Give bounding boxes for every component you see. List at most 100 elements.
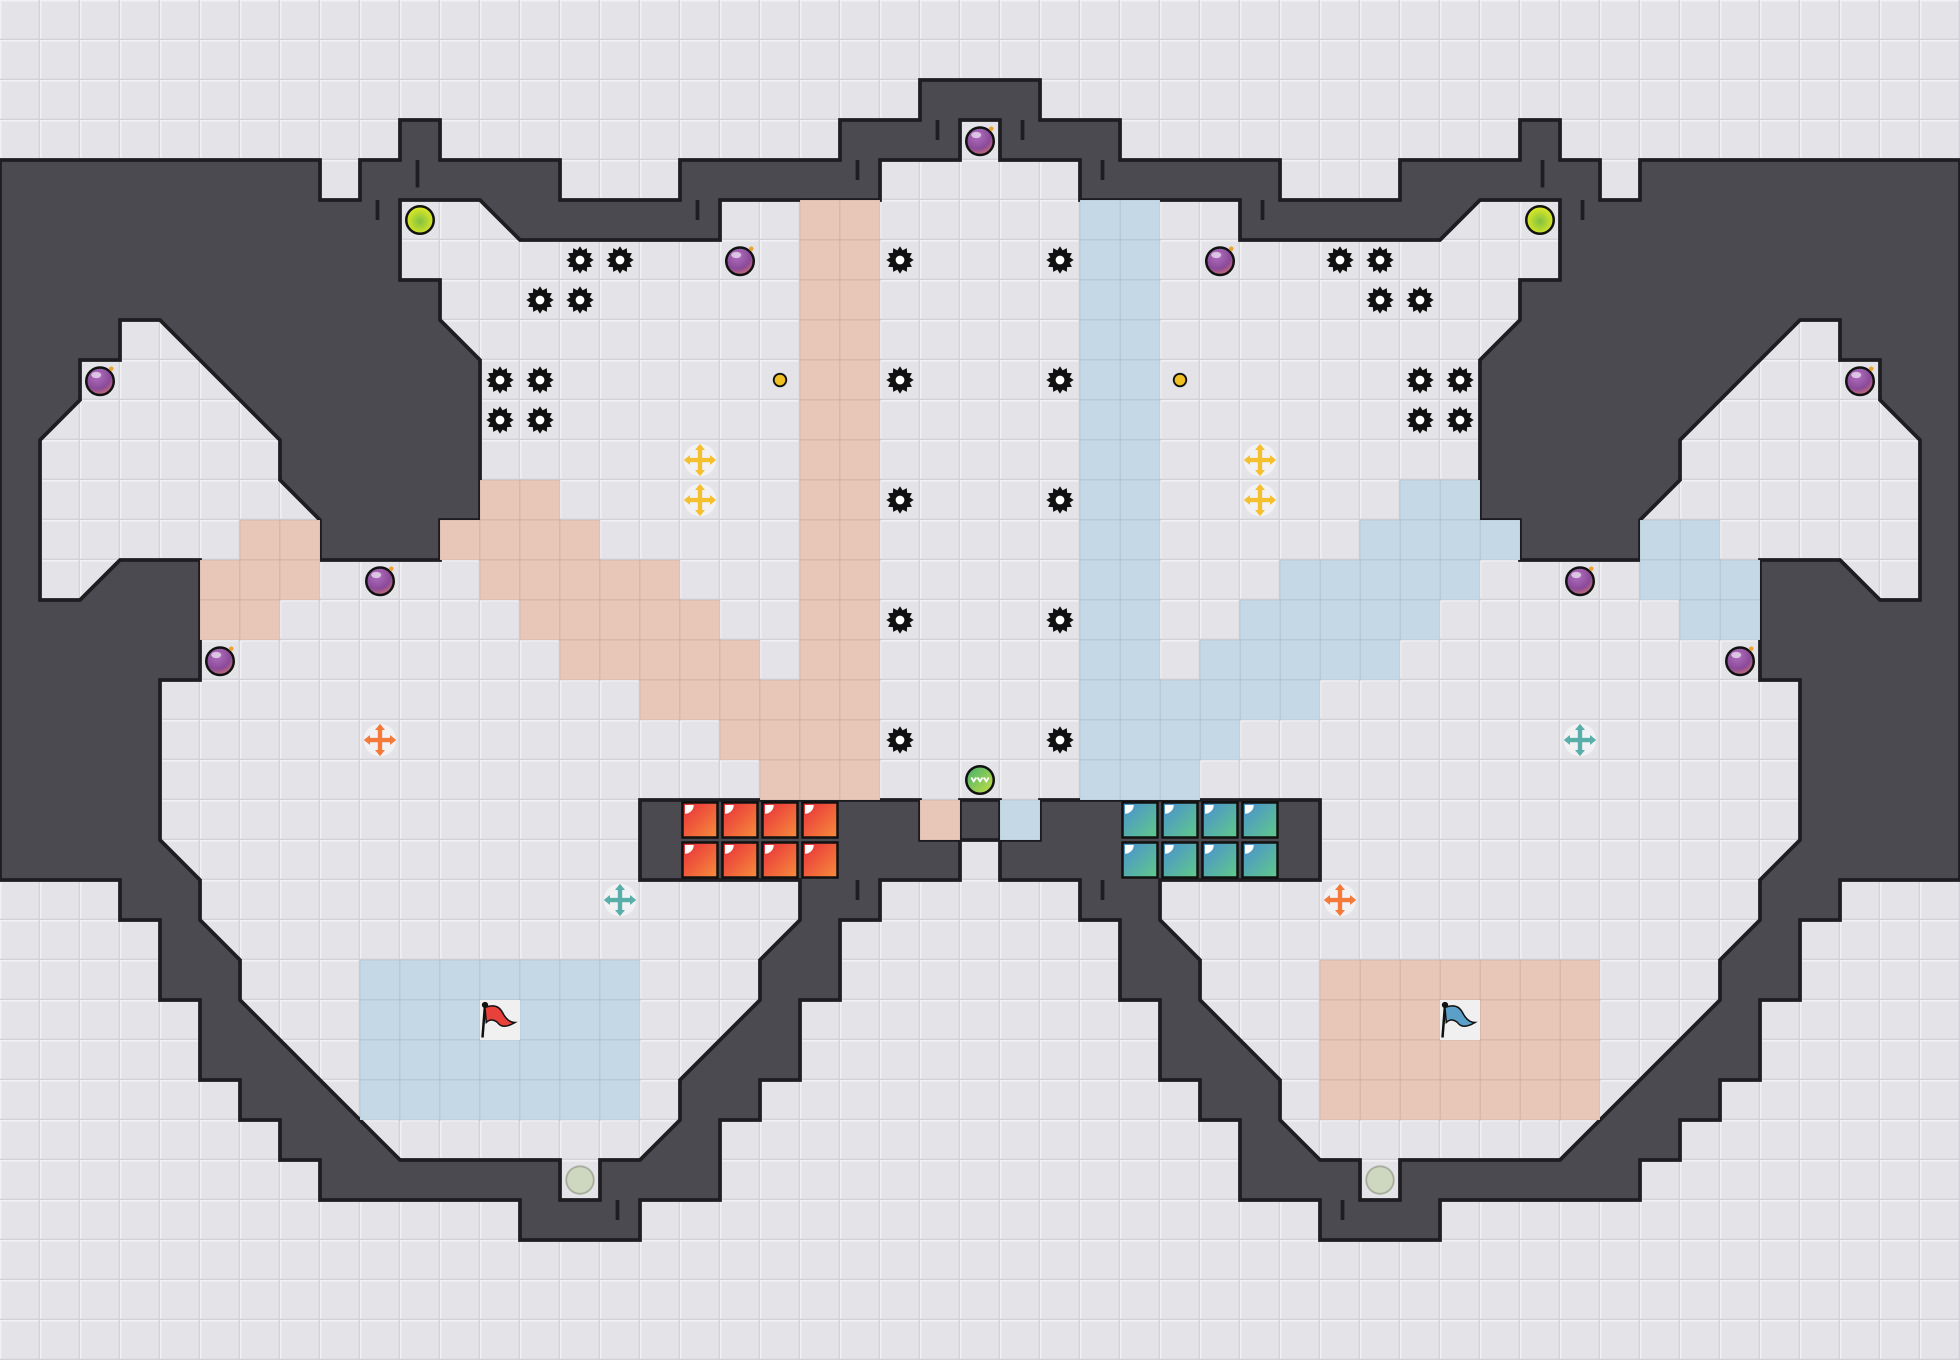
blue-zone-tile — [1119, 439, 1161, 481]
bomb-icon — [85, 366, 115, 397]
red-zone-tile — [479, 559, 521, 601]
red-zone-tile — [839, 639, 881, 681]
red-zone-tile — [839, 199, 881, 241]
red-zone-tile — [799, 399, 841, 441]
red-zone-tile — [679, 639, 721, 681]
spike-icon — [1046, 726, 1074, 754]
spike-icon — [1326, 246, 1354, 274]
red-zone-tile — [719, 679, 761, 721]
red-zone-tile — [559, 599, 601, 641]
red-zone-tile — [1359, 1039, 1401, 1081]
bomb-icon — [205, 646, 235, 677]
blue-zone-tile — [479, 1039, 521, 1081]
red-zone-tile — [279, 559, 321, 601]
blue-zone-tile — [479, 959, 521, 1001]
blue-gate-tile — [1121, 841, 1159, 879]
blue-zone-tile — [1359, 599, 1401, 641]
bomb-icon — [1565, 566, 1595, 597]
spike-icon — [566, 286, 594, 314]
bomb-icon — [725, 246, 755, 277]
red-zone-tile — [839, 319, 881, 361]
blue-zone-tile — [1719, 599, 1761, 641]
blue-zone-tile — [1399, 479, 1441, 521]
blue-zone-tile — [1439, 519, 1481, 561]
red-zone-tile — [799, 359, 841, 401]
red-zone-tile — [1559, 1039, 1601, 1081]
blue-boost-icon — [1563, 723, 1597, 757]
blue-zone-tile — [599, 999, 641, 1041]
red-zone-tile — [919, 799, 961, 841]
spike-icon — [886, 366, 914, 394]
red-zone-tile — [799, 199, 841, 241]
spike-icon — [606, 246, 634, 274]
red-zone-tile — [439, 519, 481, 561]
spike-icon — [526, 366, 554, 394]
spike-icon — [886, 246, 914, 274]
red-zone-tile — [799, 519, 841, 561]
blue-zone-tile — [1119, 479, 1161, 521]
red-zone-tile — [799, 679, 841, 721]
gates — [681, 801, 1279, 879]
blue-zone-tile — [1319, 559, 1361, 601]
spike-icon — [526, 406, 554, 434]
blue-zone-tile — [1119, 399, 1161, 441]
red-zone-tile — [1319, 1079, 1361, 1121]
spike-icon — [486, 366, 514, 394]
powerup-icon — [1172, 372, 1188, 388]
spike-icon — [1446, 406, 1474, 434]
blue-gate-tile — [1241, 841, 1279, 879]
red-zone-tile — [1519, 1079, 1561, 1121]
red-zone-tile — [599, 639, 641, 681]
red-zone-tile — [199, 599, 241, 641]
red-zone-tile — [799, 639, 841, 681]
blue-zone-tile — [1079, 319, 1121, 361]
spike-icon — [1446, 366, 1474, 394]
red-zone-tile — [1319, 959, 1361, 1001]
red-zone-tile — [839, 719, 881, 761]
red-boost-icon — [1323, 883, 1357, 917]
blue-zone-tile — [559, 999, 601, 1041]
blue-zone-tile — [1079, 719, 1121, 761]
red-zone-tile — [1319, 1039, 1361, 1081]
blue-zone-tile — [399, 999, 441, 1041]
red-gate-tile — [761, 801, 799, 839]
spike-icon — [1366, 246, 1394, 274]
red-zone-tile — [559, 639, 601, 681]
red-gate-tile — [681, 801, 719, 839]
blue-zone-tile — [1479, 519, 1521, 561]
blue-zone-tile — [1319, 639, 1361, 681]
red-zone-tile — [479, 519, 521, 561]
blue-zone-tile — [1079, 199, 1121, 241]
red-zone-tile — [759, 719, 801, 761]
red-boost-icon — [363, 723, 397, 757]
blue-gate-tile — [1201, 841, 1239, 879]
blue-zone-tile — [1079, 599, 1121, 641]
blue-zone-tile — [1239, 639, 1281, 681]
red-zone-tile — [1479, 959, 1521, 1001]
speed-ball-icon — [405, 205, 435, 235]
blue-zone-tile — [559, 1039, 601, 1081]
red-zone-tile — [759, 679, 801, 721]
red-zone-tile — [799, 599, 841, 641]
red-gate-tile — [801, 841, 839, 879]
blue-zone-tile — [1079, 639, 1121, 681]
blue-zone-tile — [359, 999, 401, 1041]
blue-boost-icon — [603, 883, 637, 917]
blue-zone-tile — [1079, 239, 1121, 281]
spike-icon — [1046, 246, 1074, 274]
blue-gate-tile — [1121, 801, 1159, 839]
blue-zone-tile — [519, 959, 561, 1001]
red-zone-tile — [1359, 999, 1401, 1041]
red-zone-tile — [799, 759, 841, 801]
blue-zone-tile — [359, 1079, 401, 1121]
boost-pad-icon — [683, 443, 717, 477]
blue-zone-tile — [1079, 439, 1121, 481]
red-zone-tile — [639, 679, 681, 721]
red-zone-tile — [679, 599, 721, 641]
blue-zone-tile — [599, 1079, 641, 1121]
blue-zone-tile — [559, 959, 601, 1001]
red-zone-tile — [839, 759, 881, 801]
blue-zone-tile — [1719, 559, 1761, 601]
blue-zone-tile — [999, 799, 1041, 841]
